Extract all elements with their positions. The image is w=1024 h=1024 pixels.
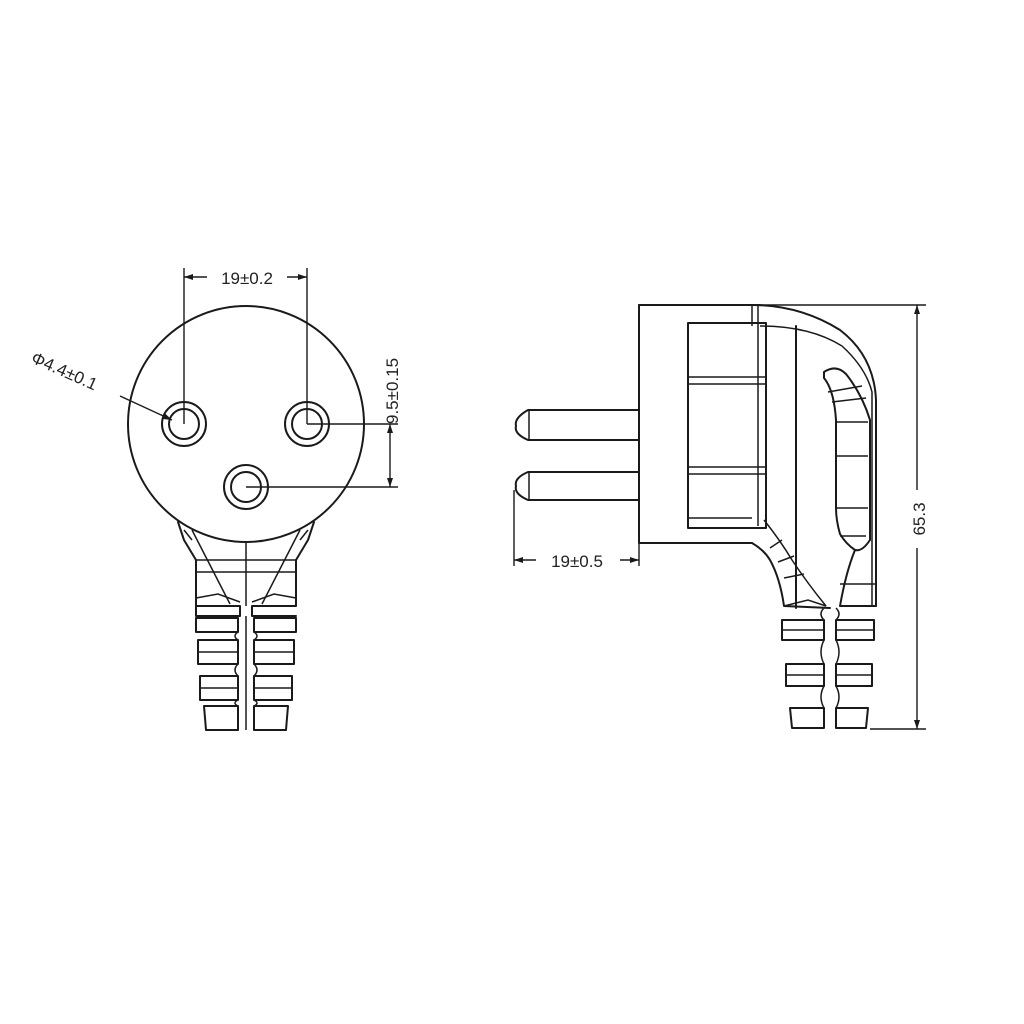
side-body-base [638,304,753,544]
side-curved-shell [751,304,877,607]
pin-diameter-label: Φ4.4±0.1 [28,348,100,394]
pin-spacing-label: 19±0.2 [221,269,273,288]
side-cord-bend [751,519,877,609]
dim-pin-length: 19±0.5 [513,490,640,571]
pin-length-label: 19±0.5 [551,552,603,571]
dim-pin-offset: 9.5±0.15 [246,358,402,488]
dim-pin-spacing: 19±0.2 [183,268,308,424]
side-contact-housing [687,322,797,609]
side-finger-grip [823,367,871,552]
side-pin-upper [514,409,639,441]
front-view: 19±0.2 Φ4.4±0.1 9.5±0.15 [28,268,402,731]
side-view: 19±0.5 65.3 [513,304,929,730]
pin-offset-label: 9.5±0.15 [383,358,402,424]
front-strain-relief [177,521,315,731]
overall-height-label: 65.3 [910,502,929,535]
side-strain-relief [781,607,875,729]
side-pin-lower [514,471,639,501]
dim-overall-height: 65.3 [760,304,929,730]
